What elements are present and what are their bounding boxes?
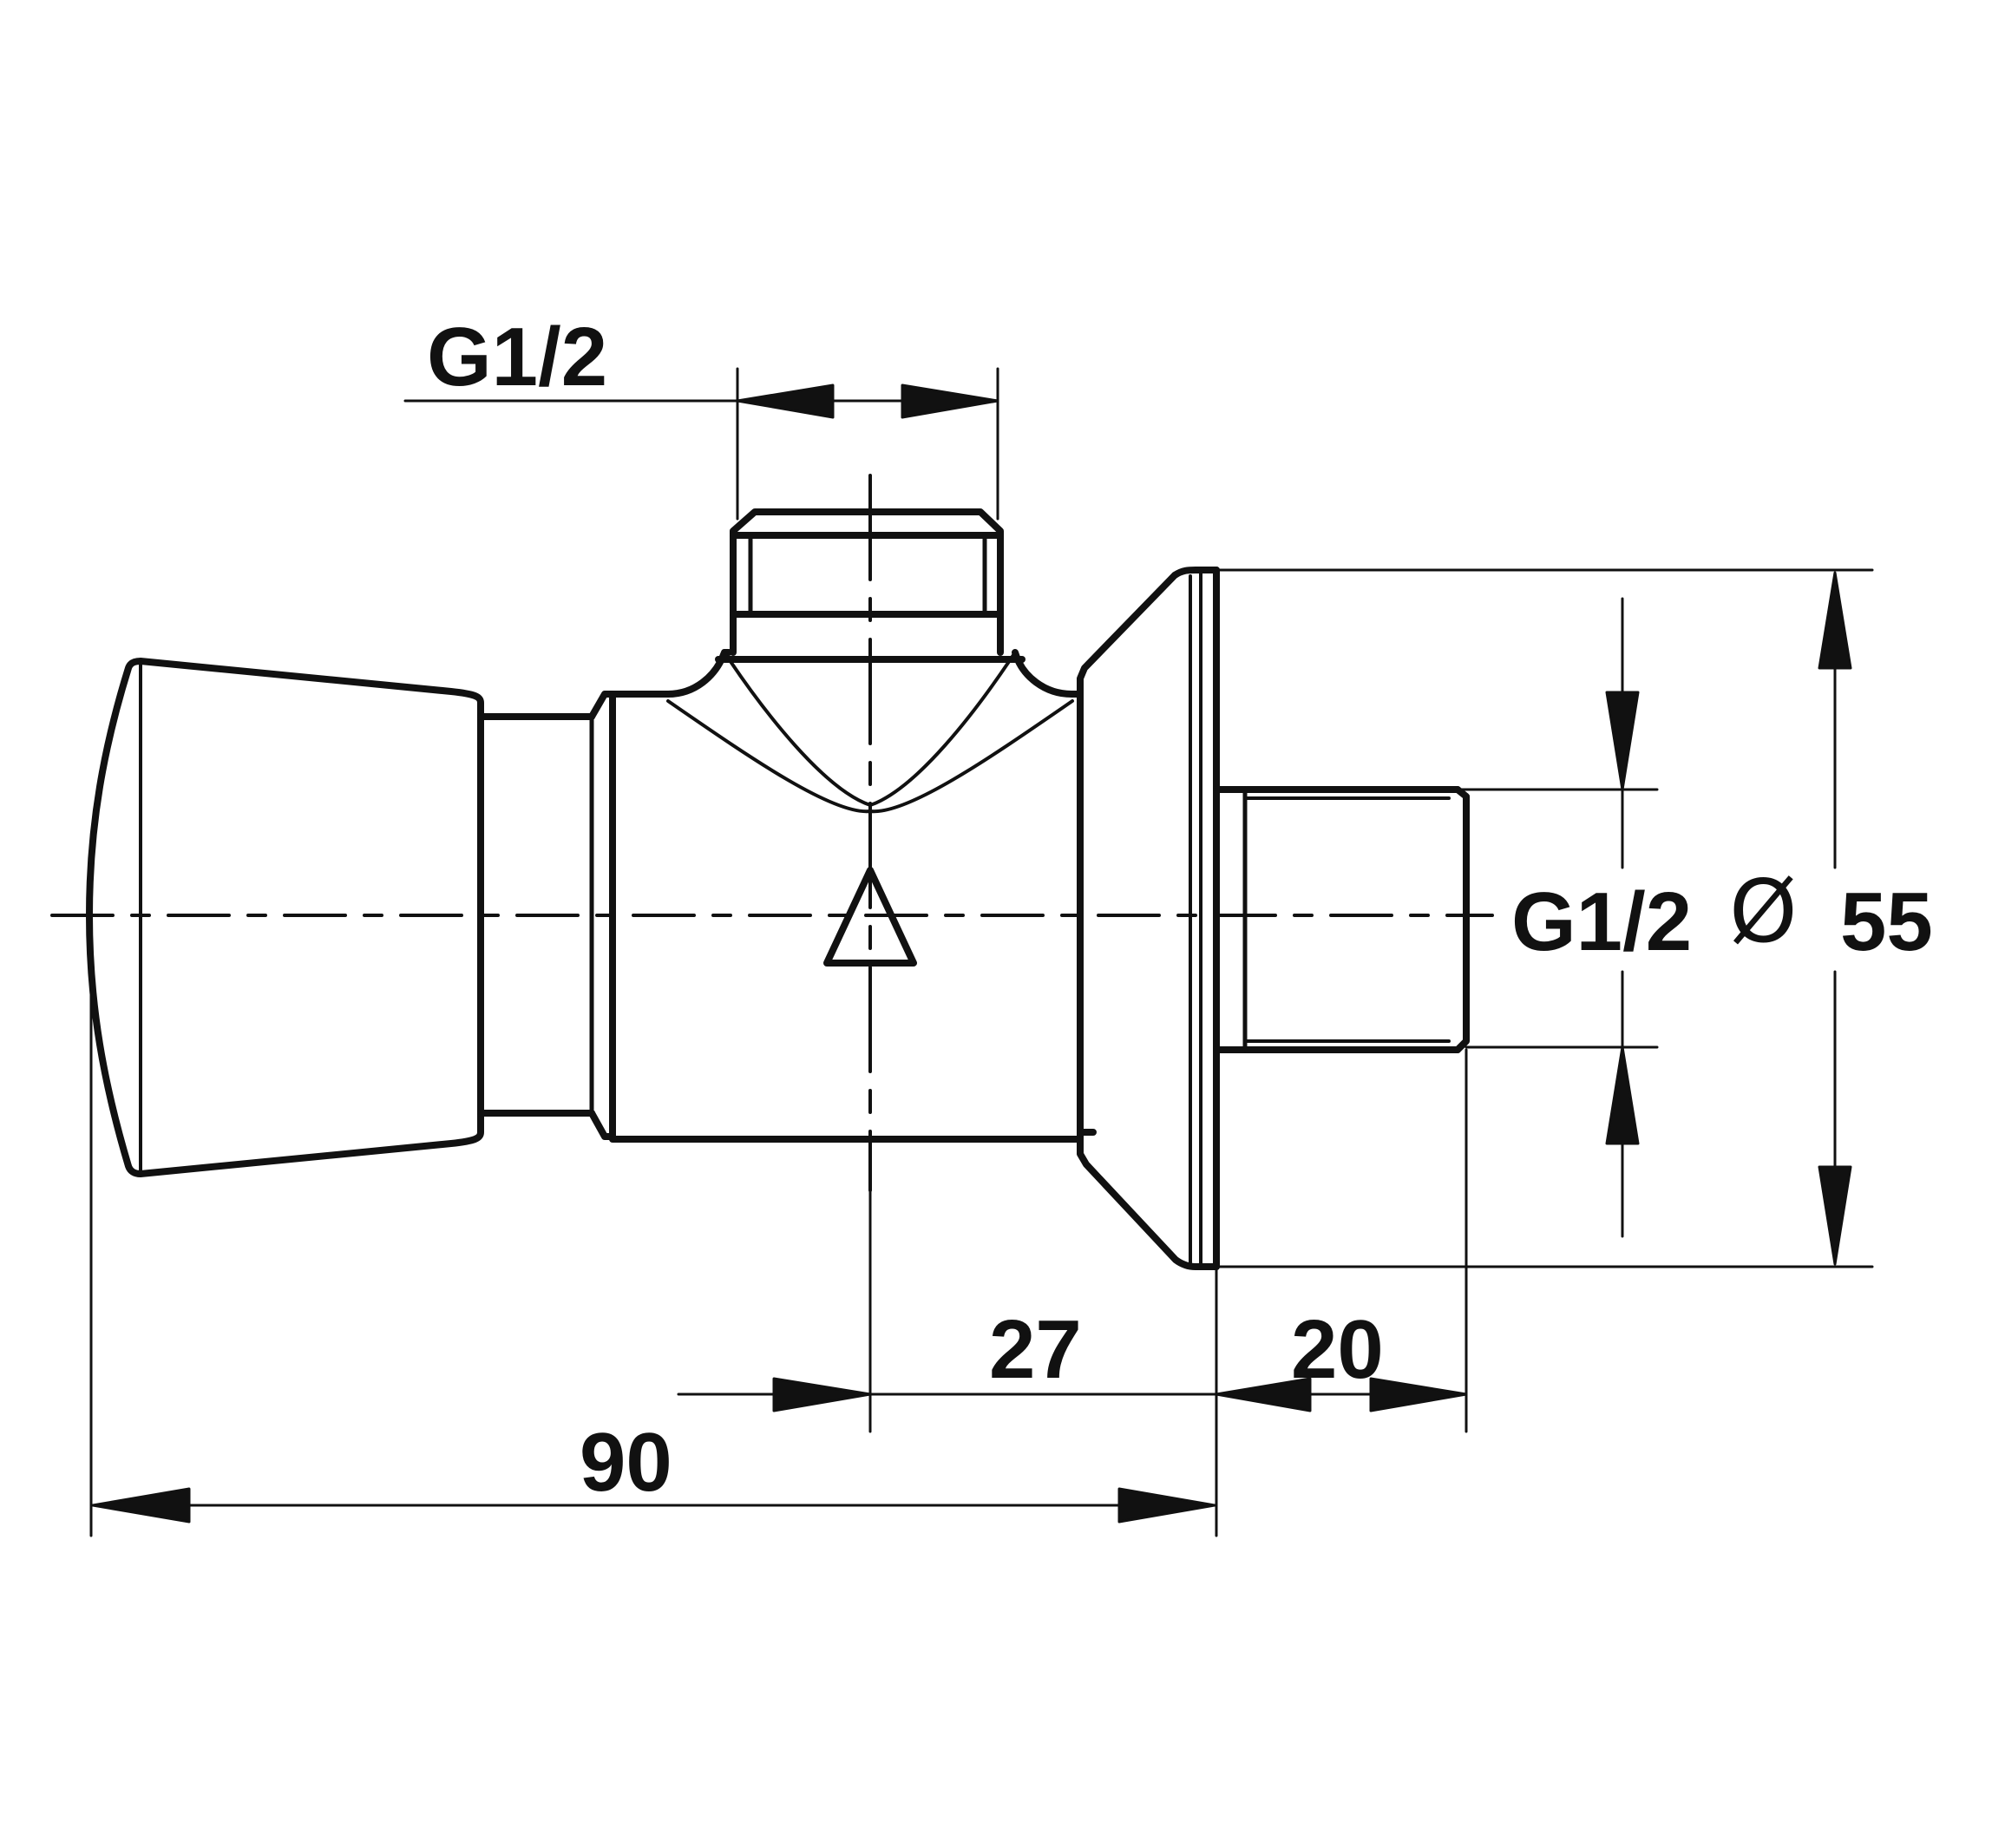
side-outlet (1213, 786, 1470, 1053)
centerlines (50, 474, 1494, 1192)
dim-90 (89, 953, 1218, 1537)
label-thread-side: G1/2 (1511, 875, 1693, 968)
label-dim-90: 90 (580, 1416, 672, 1509)
diameter-symbol: Ø (1729, 861, 1798, 962)
label-dim-20: 20 (1291, 1303, 1384, 1396)
dim-diameter (1215, 568, 1874, 1268)
dim-thread-top (403, 367, 999, 521)
label-dim-27: 27 (989, 1303, 1082, 1396)
valve-body (609, 567, 1220, 1270)
label-diameter-value: 55 (1840, 875, 1933, 968)
handle-knob (86, 658, 484, 1177)
handle-neck (477, 691, 616, 1140)
dim-thread-side (1215, 597, 1659, 1238)
valve-symbol-triangle (823, 867, 917, 967)
label-thread-top: G1/2 (427, 311, 608, 403)
dim-27-20 (677, 1048, 1468, 1537)
top-outlet (730, 508, 1004, 656)
